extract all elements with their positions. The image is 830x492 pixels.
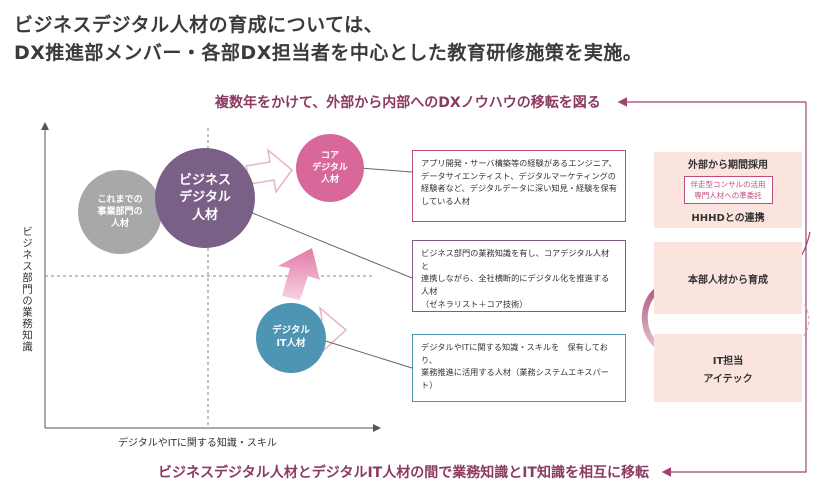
- flow-bracket: [617, 97, 807, 477]
- external-title: 外部から期間採用: [688, 159, 768, 171]
- core-digital-description: アプリ開発・サーバ構築等の経験があるエンジニア、 データサイエンティスト、デジタ…: [412, 150, 626, 222]
- connector-lines: [249, 167, 413, 369]
- external-note-line1: 伴走型コンサルの活用: [690, 179, 766, 189]
- internal-label: 本部人材から育成: [688, 274, 768, 286]
- internal-training-box: 本部人材から育成: [654, 242, 802, 314]
- digital-it-description: デジタルやITに関する知識・スキルを 保有しており、 業務推進に活用する人材（業…: [412, 334, 626, 402]
- transfer-arrow-to-core: [245, 148, 294, 194]
- x-axis-label: デジタルやITに関する知識・スキル: [118, 438, 277, 449]
- top-flow-label: 複数年をかけて、外部から内部へのDXノウハウの移転を図る: [215, 95, 601, 111]
- page-heading-line1: ビジネスデジタル人材の育成については、: [14, 14, 384, 36]
- external-note-box: 伴走型コンサルの活用 専門人材への準委託: [683, 175, 773, 205]
- external-recruitment-box: 外部から期間採用 伴走型コンサルの活用 専門人材への準委託 HHHDとの連携: [654, 152, 802, 228]
- chart-axes: [41, 122, 381, 432]
- page-heading-line2: DX推進部メンバー・各部DX担当者を中心とした教育研修施策を実施。: [14, 42, 643, 64]
- growth-arrow-up: [278, 248, 320, 300]
- y-axis-label: ビジネス部門の業務知識: [21, 226, 33, 353]
- business-digital-circle: ビジネス デジタル 人材: [155, 148, 255, 248]
- it-staff-box: IT担当 アイテック: [654, 334, 802, 402]
- digital-it-circle: デジタル IT人材: [256, 303, 326, 373]
- business-digital-description: ビジネス部門の業務知識を有し、コアデジタル人材と 連携しながら、全社横断的にデジ…: [412, 240, 626, 312]
- external-note-line2: 専門人材への準委託: [694, 191, 762, 200]
- core-digital-circle: コア デジタル 人材: [296, 134, 364, 202]
- external-partner: HHHDとの連携: [691, 213, 765, 225]
- it-line1: IT担当: [712, 355, 744, 367]
- bottom-flow-label: ビジネスデジタル人材とデジタルIT人材の間で業務知識とIT知識を相互に移転: [158, 465, 649, 481]
- legacy-talent-circle: これまでの 事業部門の 人材: [78, 170, 162, 254]
- it-line2: アイテック: [703, 373, 753, 385]
